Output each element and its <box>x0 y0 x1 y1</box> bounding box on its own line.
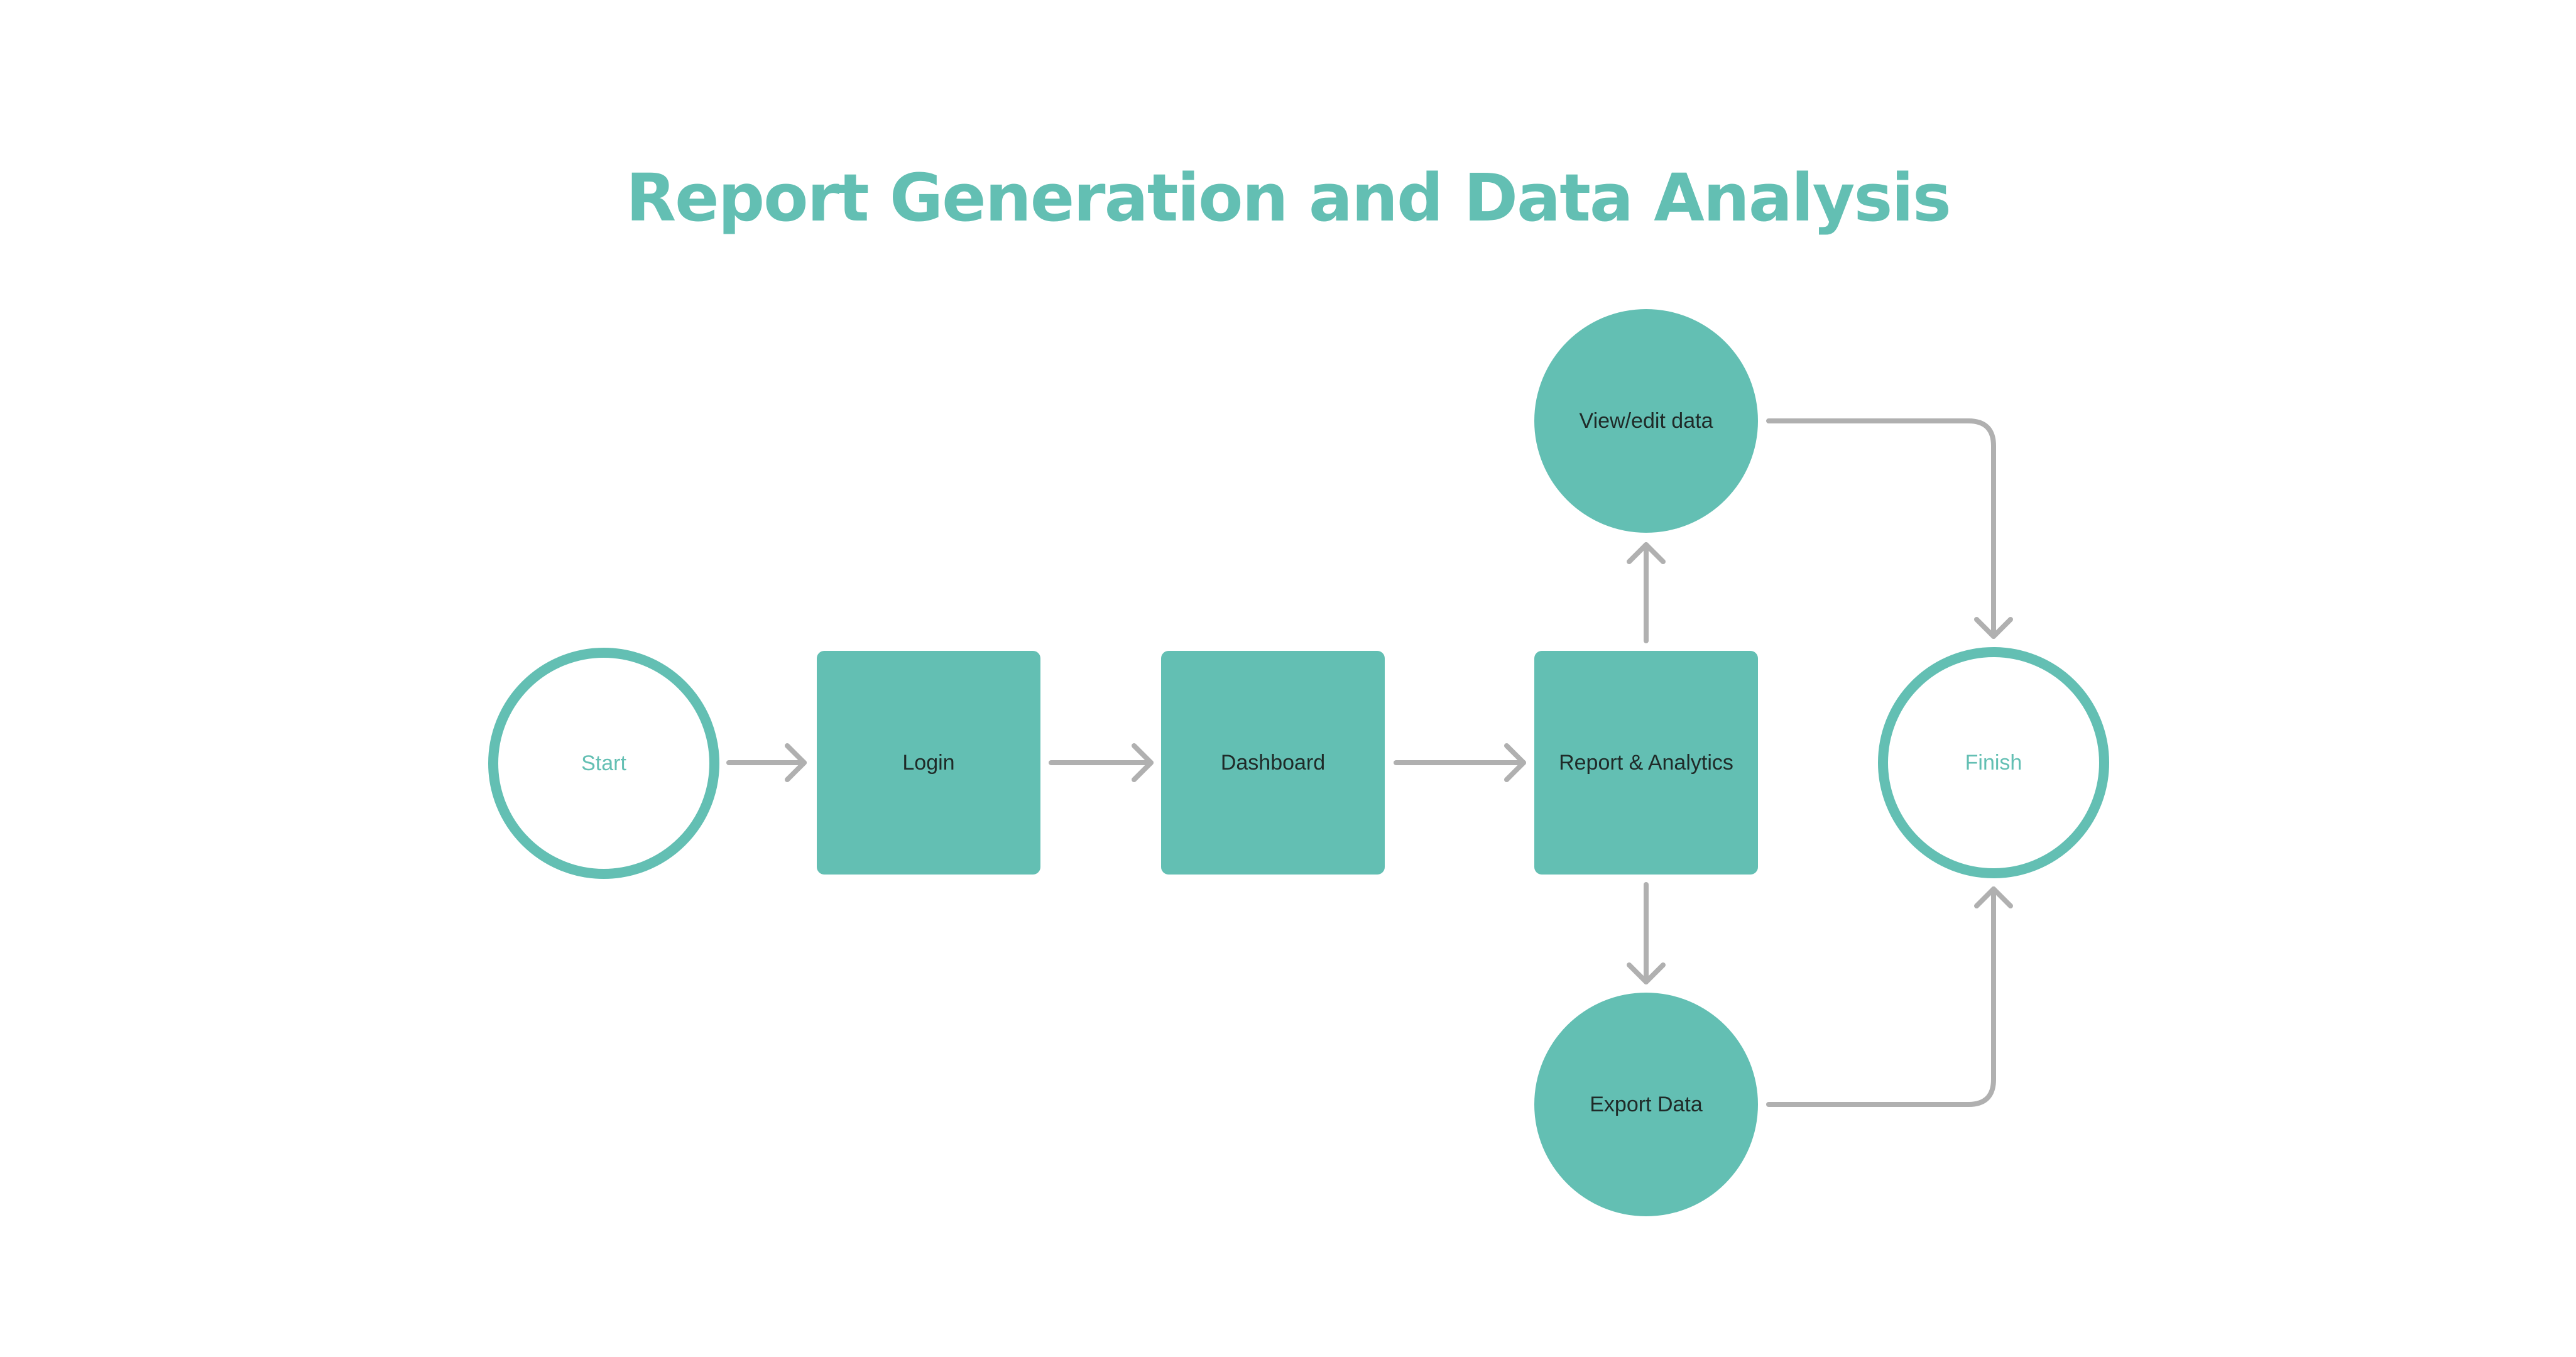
edge-login-dashboard <box>1049 743 1154 782</box>
edge-report-viewedit <box>1627 542 1666 643</box>
report-analytics-node: Report & Analytics <box>1534 651 1758 875</box>
edge-start-login <box>726 743 807 782</box>
edge-export-finish <box>1766 886 2013 1107</box>
start-node: Start <box>488 648 719 879</box>
start-label: Start <box>581 751 626 775</box>
finish-label: Finish <box>1965 750 2022 775</box>
edge-report-export <box>1627 882 1666 984</box>
finish-node: Finish <box>1878 647 2109 878</box>
edge-dashboard-report <box>1394 743 1526 782</box>
login-label: Login <box>902 750 955 775</box>
report-analytics-label: Report & Analytics <box>1559 750 1733 775</box>
export-data-label: Export Data <box>1590 1092 1703 1116</box>
view-edit-data-node: View/edit data <box>1534 309 1758 533</box>
diagram-title: Report Generation and Data Analysis <box>626 160 1951 236</box>
view-edit-data-label: View/edit data <box>1579 408 1713 433</box>
login-node: Login <box>817 651 1040 875</box>
edge-viewedit-finish <box>1766 418 2013 639</box>
export-data-node: Export Data <box>1534 993 1758 1216</box>
dashboard-node: Dashboard <box>1161 651 1385 875</box>
dashboard-label: Dashboard <box>1220 750 1326 775</box>
